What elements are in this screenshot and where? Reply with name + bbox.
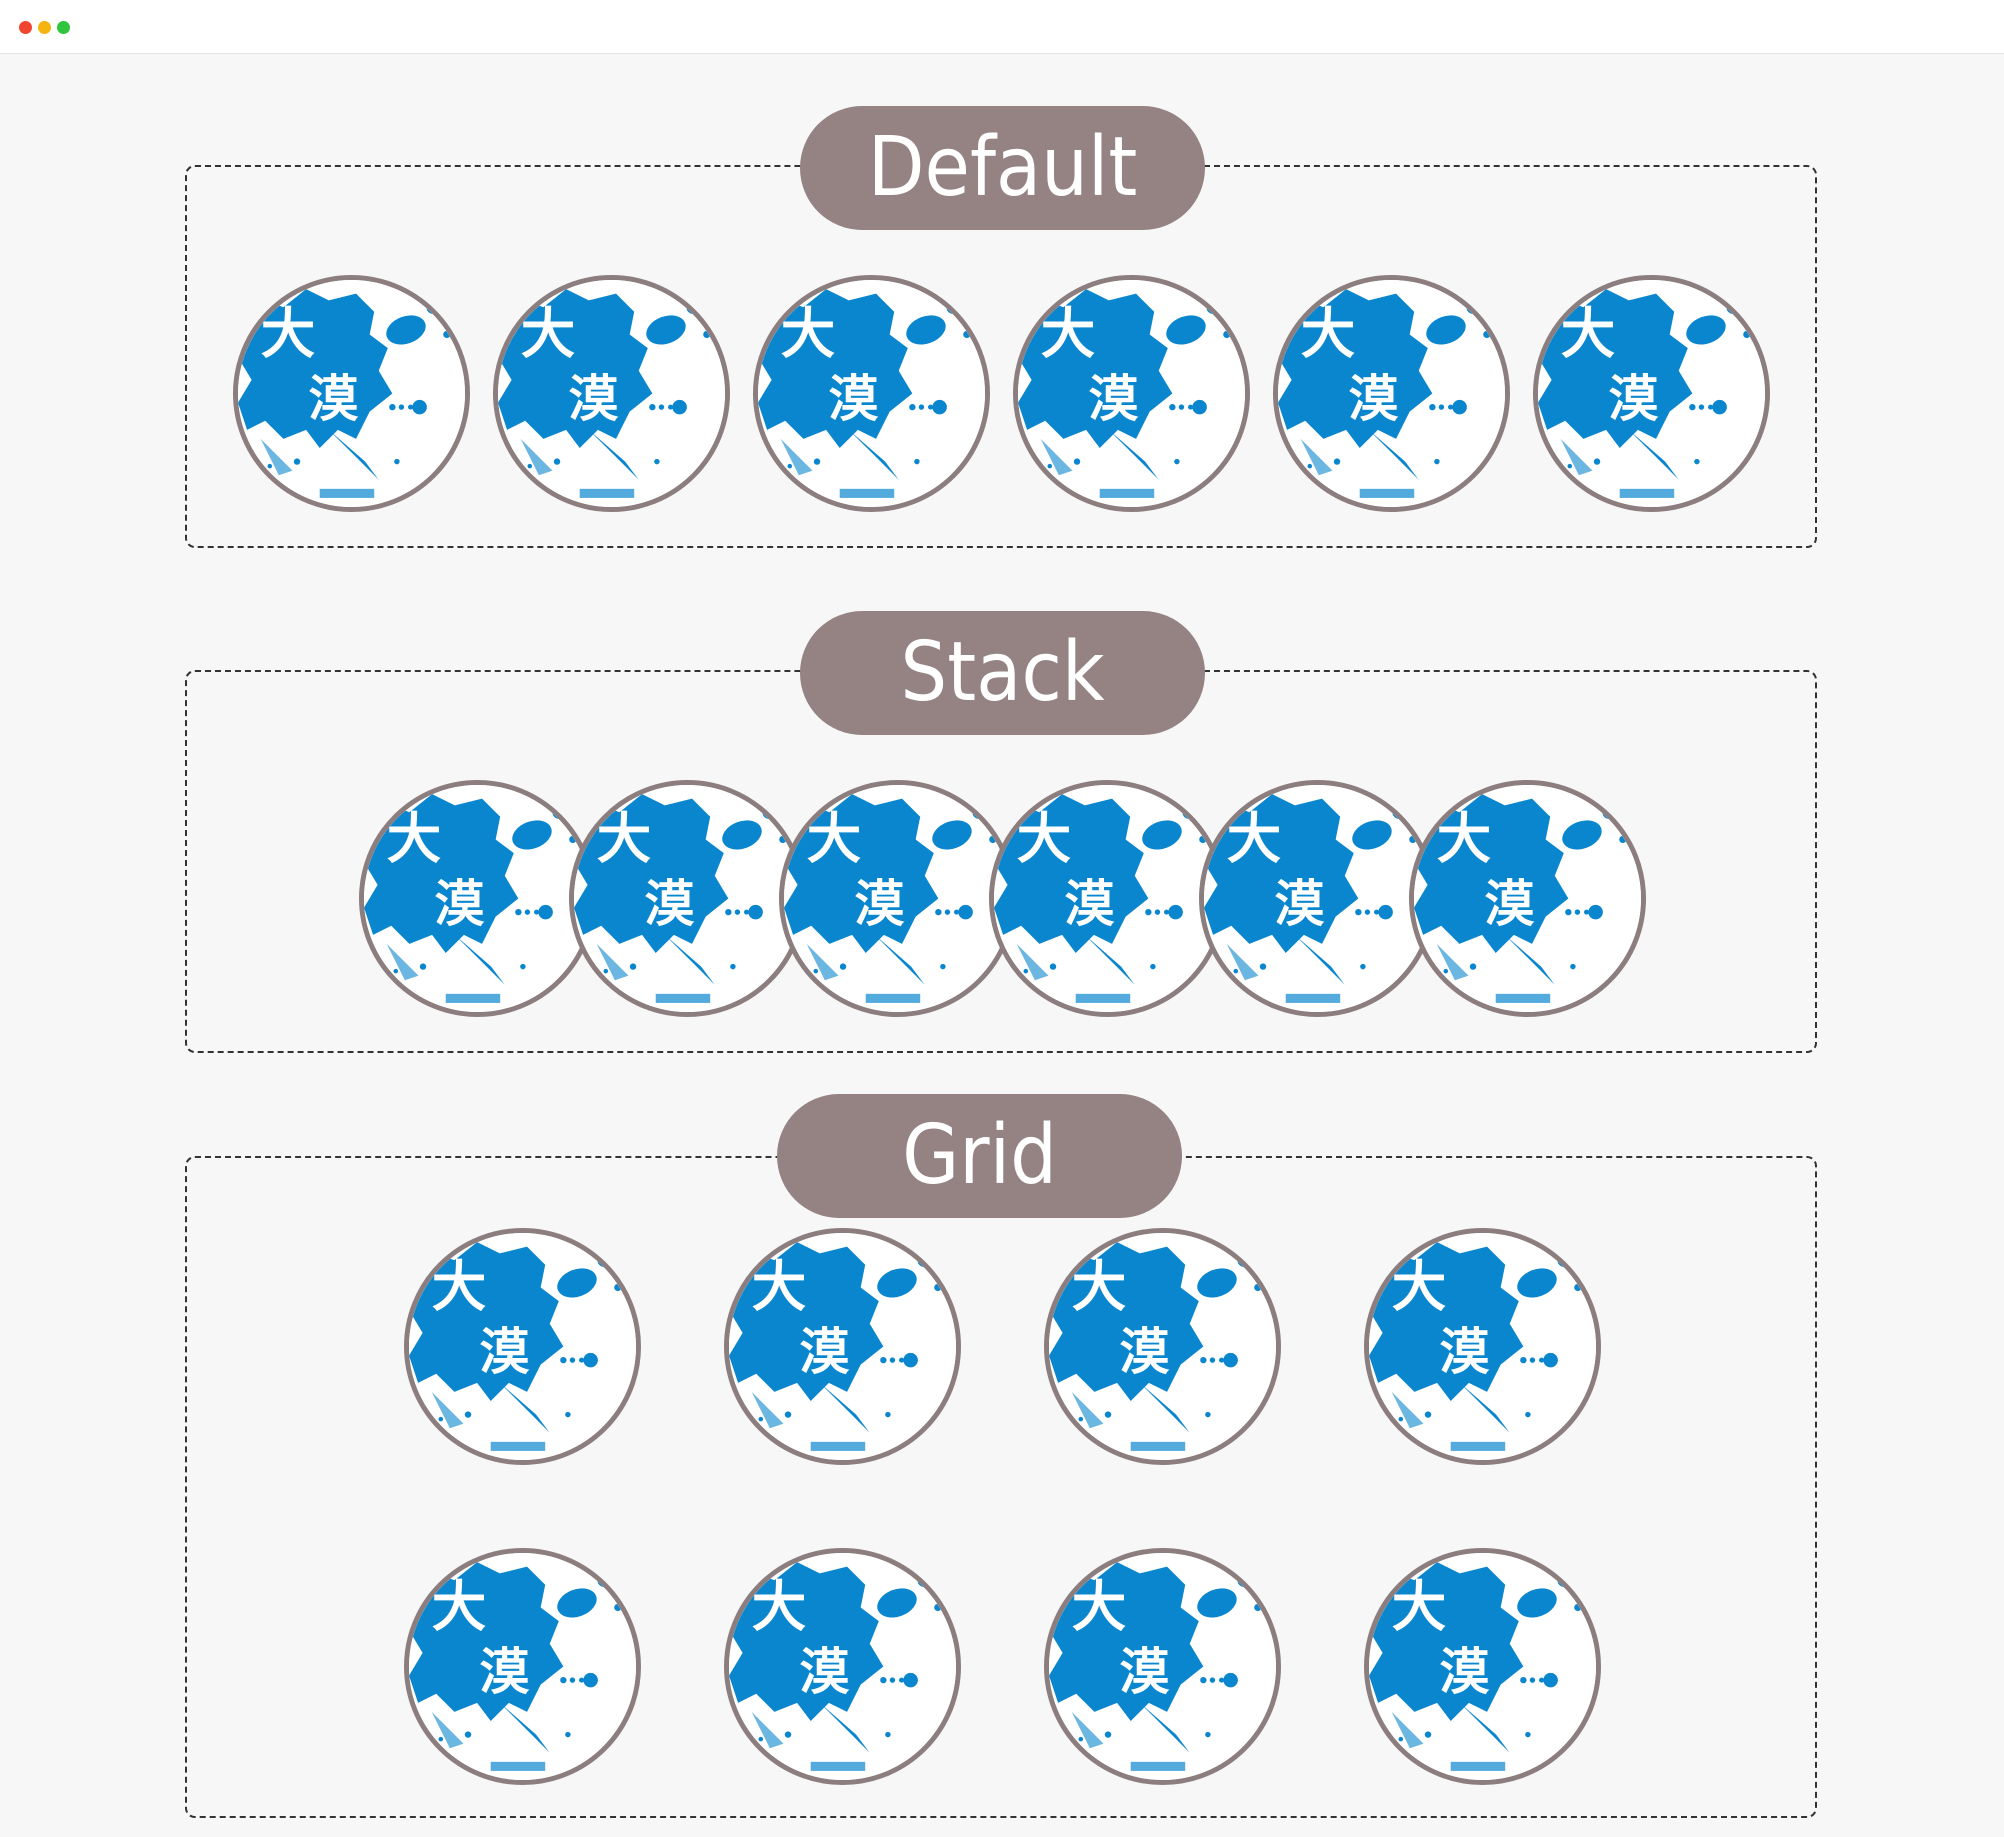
svg-text:大: 大 xyxy=(521,302,575,366)
minimize-window-button[interactable] xyxy=(38,21,51,34)
svg-text:大: 大 xyxy=(1017,807,1071,871)
default-section: 大漠 大漠 大漠 大漠 大漠 大漠 xyxy=(185,165,1817,548)
svg-text:漠: 漠 xyxy=(1348,370,1398,428)
svg-text:漠: 漠 xyxy=(308,370,358,428)
avatar: 大漠 xyxy=(1364,1548,1601,1785)
avatar: 大漠 xyxy=(359,780,596,1017)
stack-section: 大漠 大漠 大漠 大漠 大漠 大漠 xyxy=(185,670,1817,1053)
svg-text:漠: 漠 xyxy=(1088,370,1138,428)
svg-text:漠: 漠 xyxy=(1608,370,1658,428)
avatar: 大漠 xyxy=(753,275,990,512)
avatar: 大漠 xyxy=(1044,1228,1281,1465)
section-title-stack: Stack xyxy=(800,611,1205,735)
avatar: 大漠 xyxy=(404,1548,641,1785)
avatar: 大漠 xyxy=(493,275,730,512)
svg-text:大: 大 xyxy=(261,302,315,366)
svg-text:大: 大 xyxy=(387,807,441,871)
avatar: 大漠 xyxy=(233,275,470,512)
avatar: 大漠 xyxy=(569,780,806,1017)
section-title-grid: Grid xyxy=(777,1094,1182,1218)
avatar: 大漠 xyxy=(1199,780,1436,1017)
avatar: 大漠 xyxy=(1013,275,1250,512)
close-window-button[interactable] xyxy=(19,21,32,34)
window-titlebar xyxy=(0,0,2004,54)
svg-text:漠: 漠 xyxy=(1439,1323,1489,1381)
avatar: 大漠 xyxy=(724,1548,961,1785)
svg-text:大: 大 xyxy=(1301,302,1355,366)
svg-text:大: 大 xyxy=(1437,807,1491,871)
svg-text:大: 大 xyxy=(1392,1575,1446,1639)
section-title-default: Default xyxy=(800,106,1205,230)
svg-text:漠: 漠 xyxy=(799,1323,849,1381)
svg-text:漠: 漠 xyxy=(854,875,904,933)
svg-text:漠: 漠 xyxy=(1484,875,1534,933)
avatar: 大漠 xyxy=(724,1228,961,1465)
svg-text:大: 大 xyxy=(432,1575,486,1639)
svg-text:漠: 漠 xyxy=(828,370,878,428)
avatar: 大漠 xyxy=(1273,275,1510,512)
svg-text:漠: 漠 xyxy=(644,875,694,933)
grid-section: 大漠 大漠 大漠 大漠 大漠 大漠 大漠 大漠 xyxy=(185,1156,1817,1818)
svg-text:漠: 漠 xyxy=(434,875,484,933)
svg-text:大: 大 xyxy=(1072,1575,1126,1639)
svg-text:大: 大 xyxy=(752,1575,806,1639)
avatar: 大漠 xyxy=(779,780,1016,1017)
svg-text:漠: 漠 xyxy=(1119,1323,1169,1381)
svg-text:漠: 漠 xyxy=(479,1643,529,1701)
avatar: 大漠 xyxy=(1364,1228,1601,1465)
svg-text:大: 大 xyxy=(1227,807,1281,871)
avatar: 大漠 xyxy=(989,780,1226,1017)
svg-text:大: 大 xyxy=(752,1255,806,1319)
avatar: 大漠 xyxy=(1533,275,1770,512)
avatar: 大漠 xyxy=(404,1228,641,1465)
maximize-window-button[interactable] xyxy=(57,21,70,34)
svg-text:漠: 漠 xyxy=(568,370,618,428)
svg-text:大: 大 xyxy=(1041,302,1095,366)
svg-text:漠: 漠 xyxy=(799,1643,849,1701)
avatar: 大漠 xyxy=(1044,1548,1281,1785)
svg-text:漠: 漠 xyxy=(1439,1643,1489,1701)
svg-text:漠: 漠 xyxy=(1064,875,1114,933)
svg-text:漠: 漠 xyxy=(479,1323,529,1381)
svg-text:大: 大 xyxy=(432,1255,486,1319)
svg-text:大: 大 xyxy=(781,302,835,366)
svg-text:大: 大 xyxy=(1072,1255,1126,1319)
svg-text:大: 大 xyxy=(807,807,861,871)
avatar: 大漠 xyxy=(1409,780,1646,1017)
svg-text:漠: 漠 xyxy=(1274,875,1324,933)
svg-text:大: 大 xyxy=(1561,302,1615,366)
svg-text:大: 大 xyxy=(597,807,651,871)
svg-text:漠: 漠 xyxy=(1119,1643,1169,1701)
svg-text:大: 大 xyxy=(1392,1255,1446,1319)
